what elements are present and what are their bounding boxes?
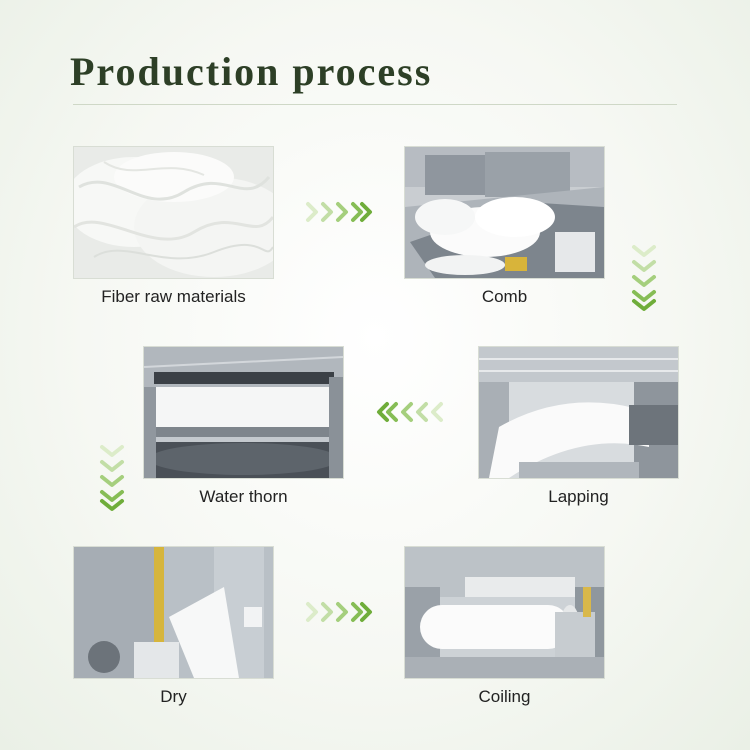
step-fiber-raw-materials: Fiber raw materials xyxy=(73,146,274,307)
title-divider xyxy=(73,104,677,105)
arrow-right-icon xyxy=(306,602,372,622)
arrow-right-icon xyxy=(306,202,372,222)
step-label: Fiber raw materials xyxy=(101,287,246,306)
arrow-down-icon xyxy=(632,245,656,311)
step-lapping: Lapping xyxy=(478,346,679,507)
step-label: Coiling xyxy=(478,687,531,706)
arrow-down-icon xyxy=(100,445,124,511)
fiber-raw-materials-photo xyxy=(73,146,274,279)
coiling-photo xyxy=(404,546,605,679)
step-coiling: Coiling xyxy=(404,546,605,707)
step-water-thorn: Water thorn xyxy=(143,346,344,507)
arrow-left-icon xyxy=(377,402,443,422)
dry-photo xyxy=(73,546,274,679)
step-label: Water thorn xyxy=(199,487,288,506)
step-label: Comb xyxy=(481,287,528,306)
step-label: Dry xyxy=(160,687,187,706)
water-thorn-photo xyxy=(143,346,344,479)
comb-photo xyxy=(404,146,605,279)
step-comb: Comb xyxy=(404,146,605,307)
step-dry: Dry xyxy=(73,546,274,707)
lapping-photo xyxy=(478,346,679,479)
page-title: Production process xyxy=(70,49,433,94)
step-label: Lapping xyxy=(548,487,609,506)
